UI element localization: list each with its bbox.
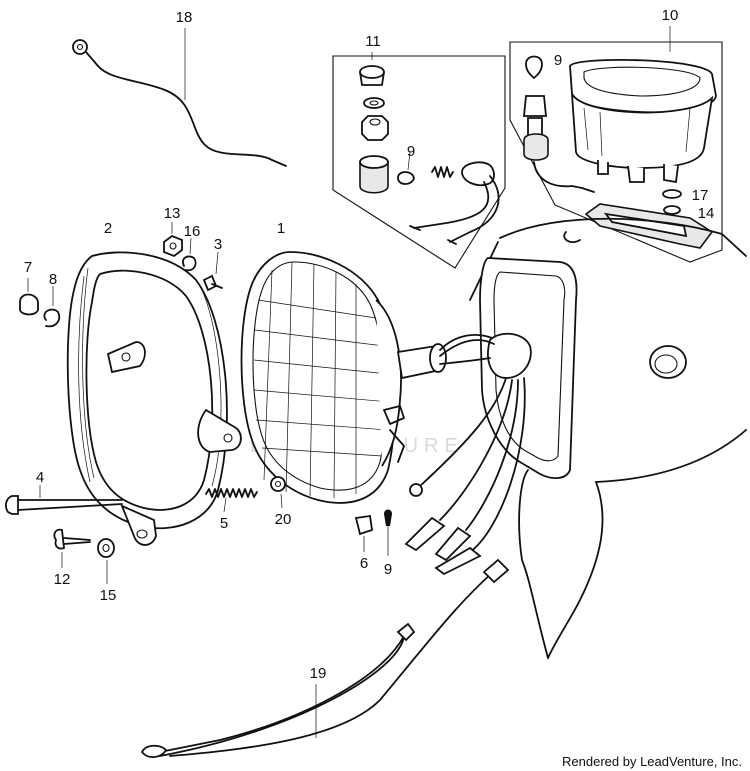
part-8-clip (43, 286, 61, 328)
headlight-case-body (469, 217, 747, 659)
callout-3: 3 (214, 236, 222, 253)
part-1-sealed-beam-unit (240, 251, 447, 504)
callout-11: 11 (365, 33, 381, 50)
callout-15: 15 (100, 587, 117, 604)
callout-2: 2 (104, 220, 112, 237)
part-15-washer (97, 538, 115, 584)
callout-7: 7 (24, 259, 32, 276)
part-16-lock-washer (182, 237, 197, 272)
callout-10: 10 (662, 7, 679, 24)
part-6-clip (354, 514, 373, 552)
callout-16: 16 (184, 223, 201, 240)
callout-14: 14 (698, 205, 715, 222)
part-20-washer (270, 476, 286, 509)
part-19-wire-lead (140, 558, 510, 758)
footer-credit: Rendered by LeadVenture, Inc. (562, 754, 742, 769)
part-5-spring (205, 488, 258, 513)
callout-9-meter: 9 (554, 52, 562, 69)
part-2-headlight-rim (66, 251, 242, 546)
callout-9-lower: 9 (384, 561, 392, 578)
callout-6: 6 (360, 555, 368, 572)
callout-17: 17 (692, 187, 709, 204)
part-10-meter-group-box (509, 26, 723, 263)
part-3-screw (202, 251, 223, 292)
part-11-group-box (332, 52, 506, 269)
part-4-long-bolt (5, 485, 123, 515)
part-12-screw (53, 528, 91, 568)
wiring-harness (404, 332, 532, 576)
callout-8: 8 (49, 271, 57, 288)
part-7-cap-nut (19, 278, 39, 316)
callout-20: 20 (275, 511, 292, 528)
callout-13: 13 (164, 205, 181, 222)
callout-5: 5 (220, 515, 228, 532)
callout-4: 4 (36, 469, 44, 486)
part-9-bulb-lower (384, 509, 392, 556)
part-18-ground-wire (72, 28, 287, 167)
callout-19: 19 (310, 665, 327, 682)
callout-18: 18 (176, 9, 193, 26)
callout-9-socket: 9 (407, 143, 415, 160)
callout-12: 12 (54, 571, 71, 588)
part-13-nut (163, 222, 183, 258)
callout-1: 1 (277, 220, 285, 237)
